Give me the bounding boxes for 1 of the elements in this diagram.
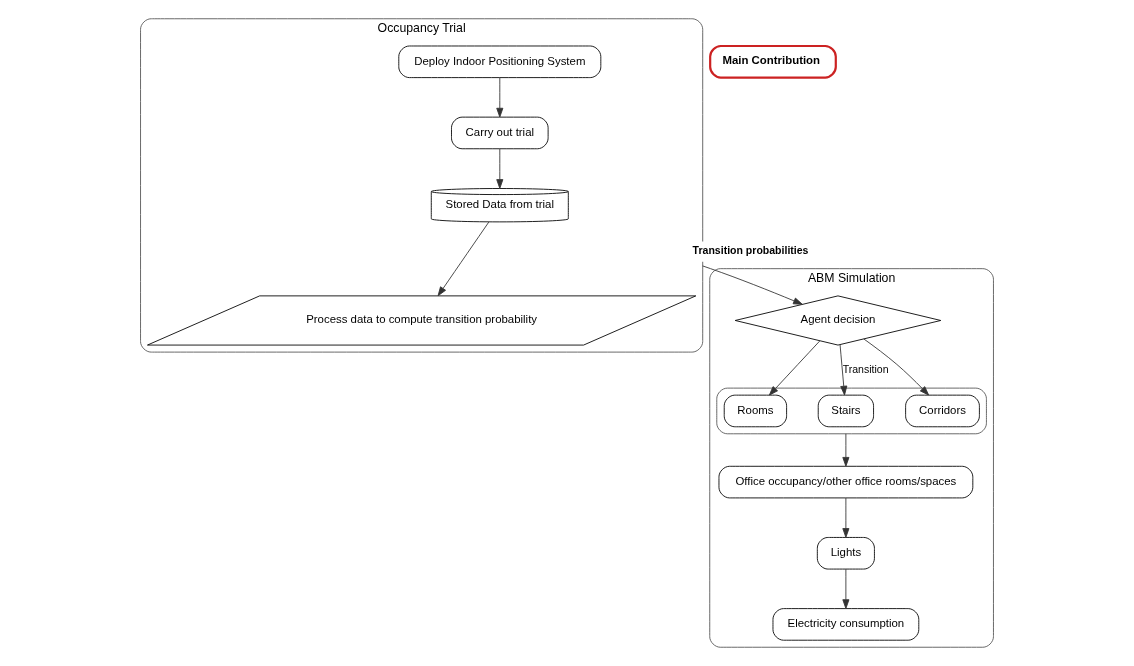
edge-label: Transition (842, 362, 889, 375)
